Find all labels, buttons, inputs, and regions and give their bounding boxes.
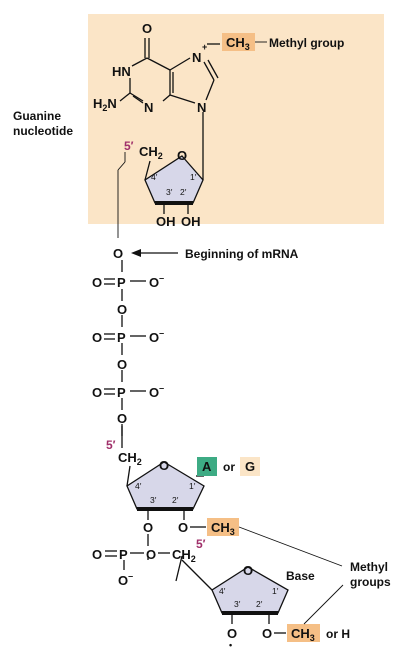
methyl-ch3-bottom: CH3: [291, 626, 315, 643]
beginning-arrow-head: [131, 249, 141, 257]
cap-ribose-oh-3: OH: [156, 214, 176, 229]
phosphate1-o-double: O: [92, 275, 102, 290]
phosphate4-o-minus: O–: [118, 571, 133, 588]
phosphate2-p: P: [117, 330, 126, 345]
ribose3-o3: O: [227, 626, 237, 641]
ribose2-2prime: 2′: [172, 495, 179, 505]
ribose2-1prime: 1′: [189, 481, 196, 491]
methyl-box-top: [222, 33, 255, 51]
phosphate4-o-double: O: [92, 547, 102, 562]
guanine-base: [119, 38, 220, 180]
ribose2-5prime: 5′: [106, 438, 116, 452]
phosphate4-o-bridge: O: [146, 547, 156, 562]
methyl-box-bottom: [287, 624, 320, 642]
guanine-n9: N: [197, 100, 206, 115]
guanine-label-line2: nucleotide: [13, 124, 73, 138]
cap-ribose-1prime: 1′: [190, 172, 197, 182]
guanine-n1: HN: [112, 64, 131, 79]
methyl-box-middle: [207, 518, 239, 536]
or-h-label: or H: [326, 627, 350, 641]
guanine-amine: H2N: [93, 96, 117, 113]
methyl-leader-lower: [303, 584, 344, 625]
phosphate3-o-double: O: [92, 385, 102, 400]
a-base-label: A: [202, 459, 212, 474]
guanine-oxygen: O: [142, 21, 152, 36]
phosphate1-o-minus: O–: [149, 273, 164, 290]
phosphate4-p: P: [119, 547, 128, 562]
ribose2-ch2: CH2: [118, 450, 142, 467]
phosphate3-o-bridge: O: [117, 411, 127, 426]
ribose2-oxygen: O: [159, 458, 169, 473]
ribose3-o2: O: [262, 626, 272, 641]
phosphate3-o-minus: O–: [149, 383, 164, 400]
cap-ribose-2prime: 2′: [180, 187, 187, 197]
ribose3-3prime: 3′: [234, 599, 241, 609]
cap-ribose-3prime: 3′: [166, 187, 173, 197]
ribose2-o3: O: [143, 520, 153, 535]
beginning-mrna-label: Beginning of mRNA: [185, 247, 299, 261]
bridge-oxygen-top: O: [113, 246, 123, 261]
ribose3-ch2: CH2: [172, 547, 196, 564]
cap-ribose-oxygen: O: [177, 148, 187, 163]
methyl-ch3-middle: CH3: [211, 520, 235, 537]
methyl-leader-upper: [238, 526, 343, 567]
cap-ribose-ch2: CH2: [139, 144, 163, 161]
phosphate2-o-bridge: O: [117, 357, 127, 372]
g-base-label: G: [245, 459, 255, 474]
methyl-groups-label-line1: Methyl: [350, 560, 388, 574]
ribose3-4prime: 4′: [219, 586, 226, 596]
ribose3: [181, 559, 289, 634]
methyl-group-label: Methyl group: [269, 36, 344, 50]
guanine-n3: N: [144, 100, 153, 115]
ribose3-5prime: 5′: [196, 537, 206, 551]
phosphodiester-bonds: [105, 550, 183, 582]
triphosphate-bonds: [104, 260, 146, 448]
a-or-g-label: or: [223, 460, 235, 474]
guanine-n7: N: [192, 50, 201, 65]
ribose2-4prime: 4′: [135, 481, 142, 491]
ribose3-2prime: 2′: [256, 599, 263, 609]
g-base-box: [240, 457, 260, 476]
guanine-label-line1: Guanine: [13, 109, 61, 123]
cap-ribose: [117, 152, 204, 238]
base-label: Base: [286, 569, 315, 583]
a-base-box: [197, 457, 217, 476]
methyl-groups-label-line2: groups: [350, 575, 391, 589]
cap-ribose-5prime: 5′: [124, 139, 134, 153]
ribose2: [126, 461, 206, 546]
ribose3-oxygen: O: [243, 563, 253, 578]
cap-ribose-oh-2: OH: [181, 214, 201, 229]
phosphate1-o-bridge: O: [117, 302, 127, 317]
ribose2-3prime: 3′: [150, 495, 157, 505]
cap-ribose-4prime: 4′: [151, 172, 158, 182]
phosphate2-o-minus: O–: [149, 328, 164, 345]
methyl-ch3-top: CH3: [226, 35, 250, 52]
phosphate3-p: P: [117, 385, 126, 400]
phosphate2-o-double: O: [92, 330, 102, 345]
phosphate1-p: P: [117, 275, 126, 290]
ribose3-1prime: 1′: [272, 586, 279, 596]
ribose2-o2: O: [178, 520, 188, 535]
guanine-n7-plus: +: [202, 42, 207, 52]
ribose3-o3-dot: •: [229, 640, 232, 649]
